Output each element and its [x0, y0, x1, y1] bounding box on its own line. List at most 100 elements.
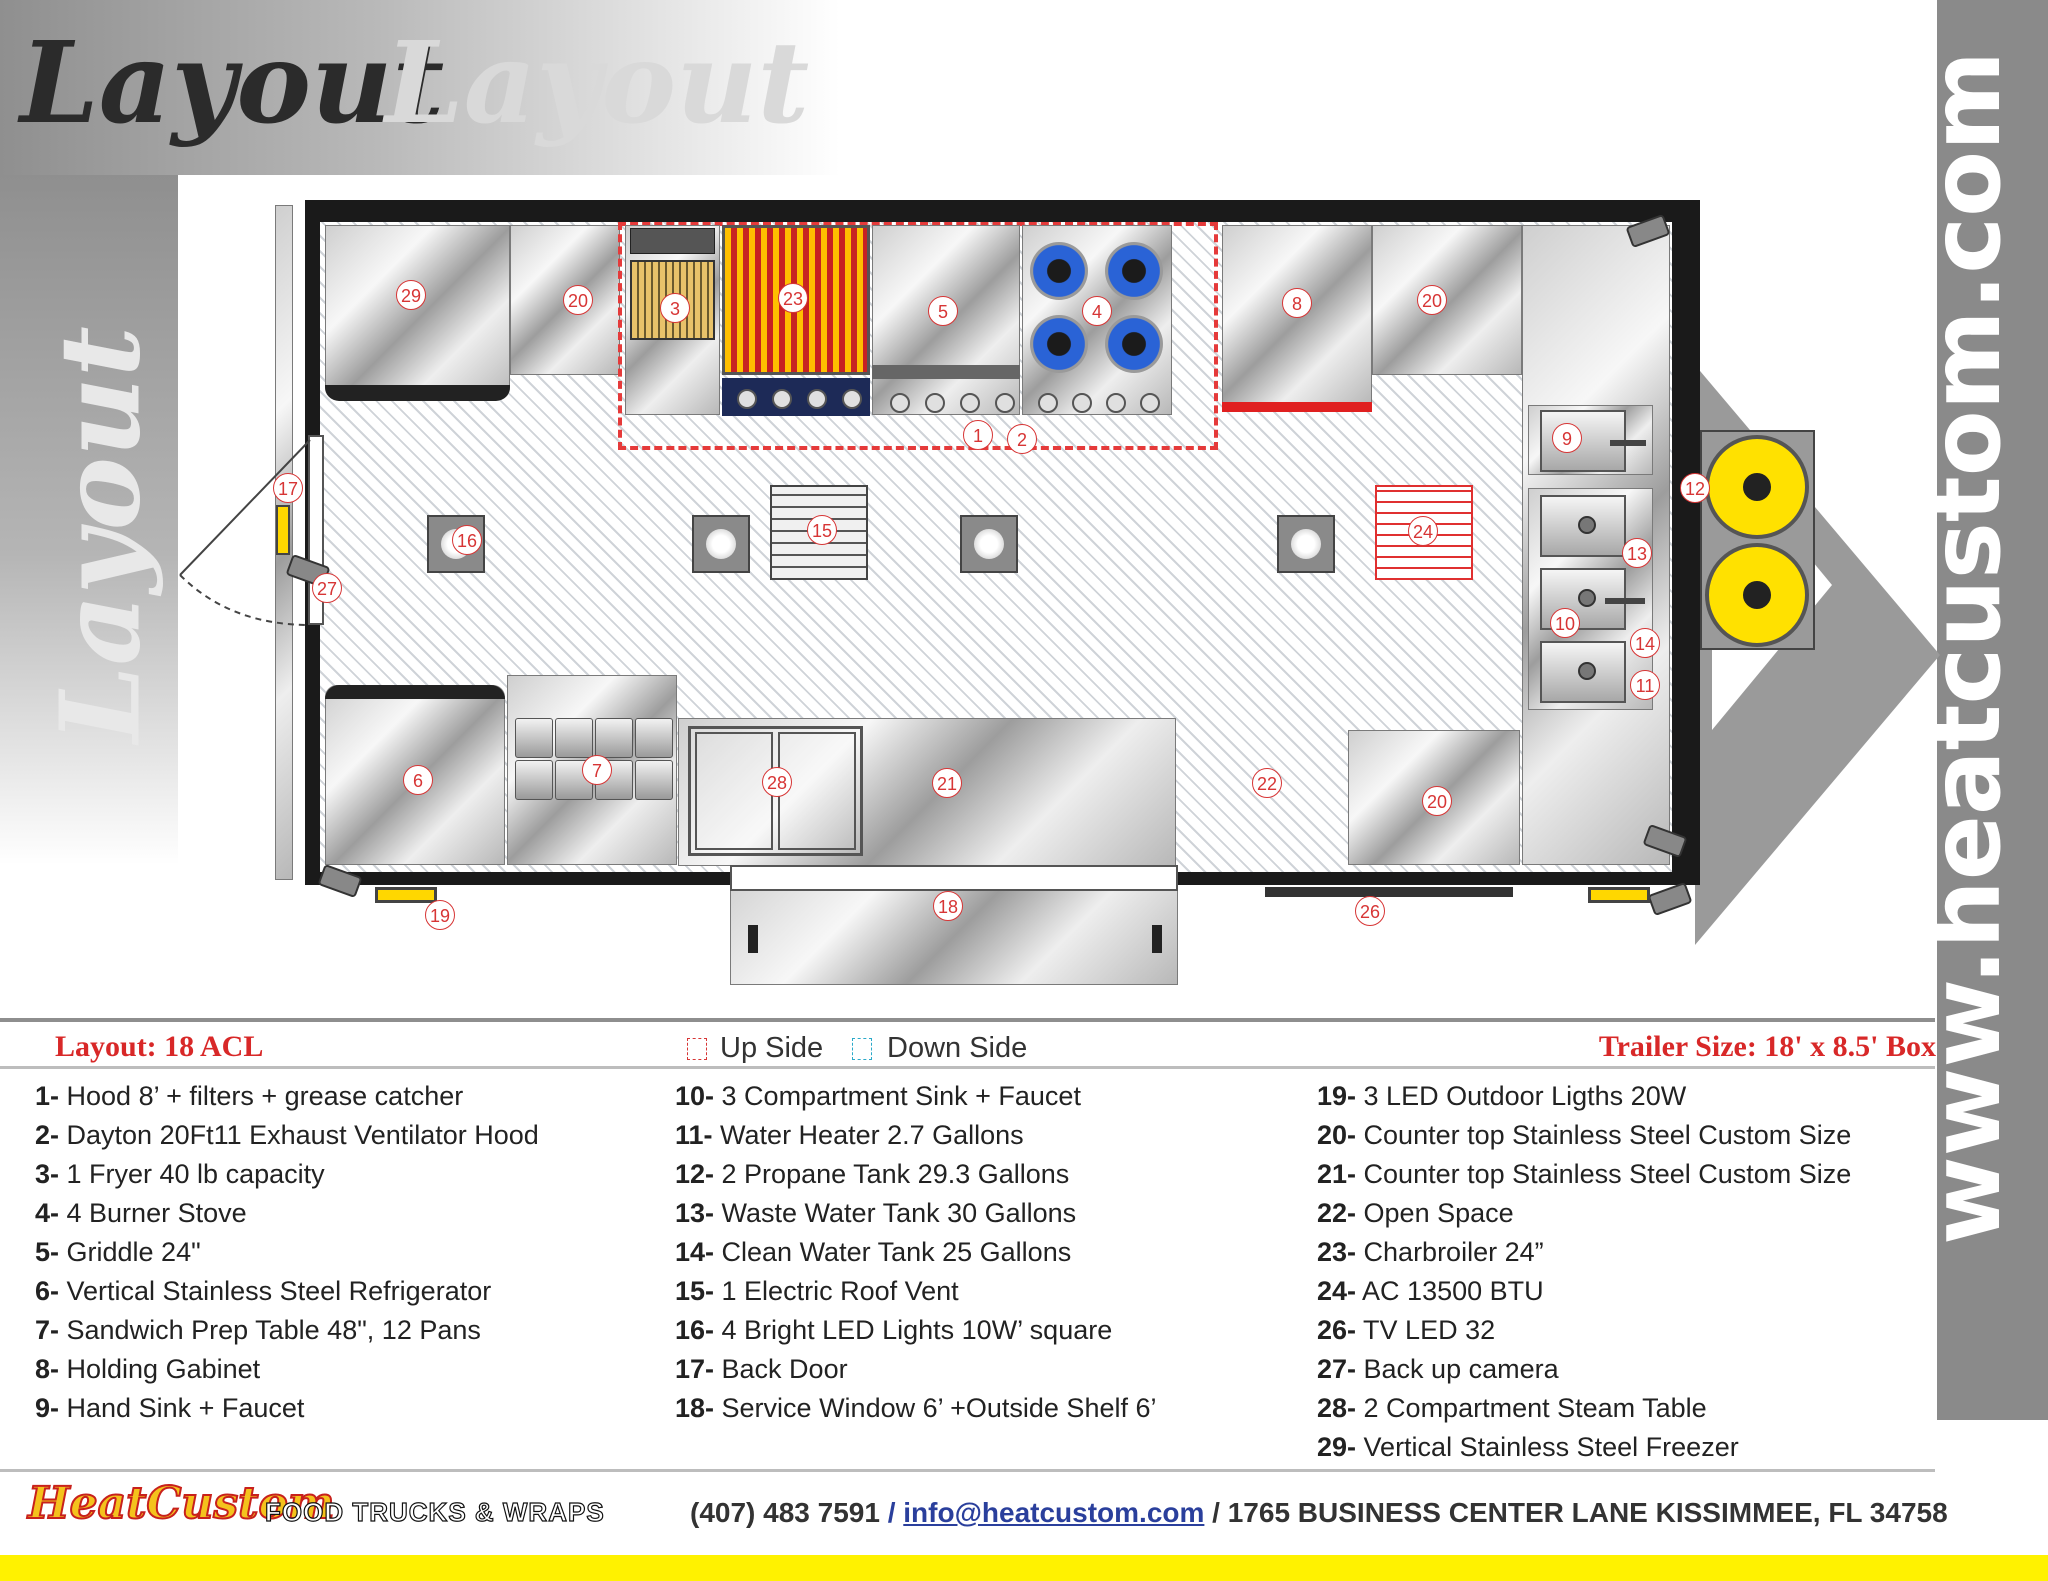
tag-18: 18	[933, 891, 963, 921]
counter-top-bottom	[678, 718, 1176, 866]
tag-2: 2	[1007, 424, 1037, 454]
charbroiler-knob	[737, 389, 757, 409]
up-side-label: Up Side	[720, 1032, 824, 1064]
faucet-icon	[1610, 440, 1646, 446]
burner-icon	[1030, 242, 1088, 300]
legend-column-2: 10- 3 Compartment Sink + Faucet 11- Wate…	[675, 1077, 1295, 1428]
legend-item: 3- 1 Fryer 40 lb capacity	[35, 1159, 325, 1189]
griddle-knob	[960, 393, 980, 413]
tag-6: 6	[403, 765, 433, 795]
burner-icon	[1105, 242, 1163, 300]
tag-13: 13	[1622, 538, 1652, 568]
right-brand-bar	[1937, 0, 2048, 1420]
shelf-bracket	[1152, 925, 1162, 953]
charbroiler-grate	[722, 225, 870, 375]
legend-item: 17- Back Door	[675, 1354, 848, 1384]
legend-item: 27- Back up camera	[1317, 1354, 1559, 1384]
tag-10: 10	[1550, 608, 1580, 638]
service-window-frame	[730, 865, 1178, 891]
stove-knob	[1038, 393, 1058, 413]
led-light-icon	[1277, 515, 1335, 573]
layout-label: Layout: 18 ACL	[55, 1030, 264, 1063]
contact-line: (407) 483 7591 / info@heatcustom.com / 1…	[690, 1497, 1948, 1529]
tag-29: 29	[396, 280, 426, 310]
prep-pan	[555, 718, 593, 758]
legend-item: 21- Counter top Stainless Steel Custom S…	[1317, 1159, 1852, 1189]
charbroiler-knob	[807, 389, 827, 409]
tag-19: 19	[425, 900, 455, 930]
legend-item: 4- 4 Burner Stove	[35, 1198, 247, 1228]
tag-27: 27	[312, 573, 342, 603]
tag-20: 20	[1422, 786, 1452, 816]
legend-item: 22- Open Space	[1317, 1198, 1514, 1228]
stove-knob	[1140, 393, 1160, 413]
legend-item: 9- Hand Sink + Faucet	[35, 1393, 305, 1423]
tag-11: 11	[1630, 670, 1660, 700]
steam-table-well	[778, 732, 856, 850]
griddle-knob	[890, 393, 910, 413]
legend-item: 12- 2 Propane Tank 29.3 Gallons	[675, 1159, 1070, 1189]
legend-item: 16- 4 Bright LED Lights 10W’ square	[675, 1315, 1113, 1345]
tag-14: 14	[1630, 628, 1660, 658]
roof-vent	[770, 485, 868, 580]
title-dark: Layout	[20, 18, 445, 149]
legend-item: 1- Hood 8’ + filters + grease catcher	[35, 1081, 464, 1111]
freezer-base	[325, 385, 510, 401]
legend-item: 7- Sandwich Prep Table 48", 12 Pans	[35, 1315, 481, 1345]
counter-top-right	[1372, 225, 1522, 375]
phone-number: (407) 483 7591	[690, 1497, 880, 1528]
tag-3: 3	[660, 293, 690, 323]
shelf-bracket	[748, 925, 758, 953]
legend-item: 13- Waste Water Tank 30 Gallons	[675, 1198, 1077, 1228]
tag-1: 1	[963, 420, 993, 450]
freezer	[325, 225, 510, 400]
legend-sub-rule	[0, 1066, 1935, 1069]
drain-icon	[1578, 662, 1596, 680]
tag-17: 17	[273, 473, 303, 503]
burner-icon	[1105, 315, 1163, 373]
tag-20: 20	[563, 285, 593, 315]
header-banner	[0, 0, 840, 175]
outdoor-led-light	[375, 887, 437, 903]
footer-rule	[0, 1469, 1935, 1472]
charbroiler-knob	[772, 389, 792, 409]
tag-7: 7	[582, 755, 612, 785]
drain-icon	[1578, 516, 1596, 534]
separator: /	[1204, 1497, 1228, 1528]
tag-20: 20	[1417, 285, 1447, 315]
fryer-control-panel	[630, 228, 715, 254]
exhaust-hood	[618, 222, 1218, 450]
refrigerator-top	[325, 685, 505, 699]
prep-pan	[595, 718, 633, 758]
legend-item: 15- 1 Electric Roof Vent	[675, 1276, 959, 1306]
down-side-label: Down Side	[887, 1032, 1028, 1064]
propane-tank-icon	[1705, 435, 1809, 539]
tag-12: 12	[1680, 473, 1710, 503]
drain-icon	[1578, 589, 1596, 607]
prep-pan	[635, 760, 673, 800]
stove-knob	[1106, 393, 1126, 413]
legend-item: 18- Service Window 6’ +Outside Shelf 6’	[675, 1393, 1157, 1423]
email-link[interactable]: info@heatcustom.com	[903, 1497, 1205, 1528]
faucet-icon	[1605, 598, 1645, 604]
charbroiler-knob	[842, 389, 862, 409]
legend-item: 10- 3 Compartment Sink + Faucet	[675, 1081, 1081, 1111]
tag-24: 24	[1408, 516, 1438, 546]
legend-item: 2- Dayton 20Ft11 Exhaust Ventilator Hood	[35, 1120, 539, 1150]
trailer-size: Trailer Size: 18' x 8.5' Box	[1598, 1030, 1936, 1063]
tag-8: 8	[1282, 288, 1312, 318]
legend-item: 14- Clean Water Tank 25 Gallons	[675, 1237, 1072, 1267]
tag-22: 22	[1252, 768, 1282, 798]
legend-column-1: 1- Hood 8’ + filters + grease catcher 2-…	[35, 1077, 655, 1428]
footer-yellow-band	[0, 1555, 2048, 1581]
down-side-key-icon	[852, 1038, 872, 1060]
tag-26: 26	[1355, 896, 1385, 926]
legend-item: 6- Vertical Stainless Steel Refrigerator	[35, 1276, 492, 1306]
logo-tagline: FOOD TRUCKS & WRAPS	[264, 1496, 605, 1527]
address: 1765 BUSINESS CENTER LANE KISSIMMEE, FL …	[1227, 1497, 1948, 1528]
door-swing-arc	[179, 439, 311, 626]
griddle-knob	[925, 393, 945, 413]
side-title: Layout	[35, 326, 165, 743]
legend-item: 5- Griddle 24"	[35, 1237, 201, 1267]
tag-5: 5	[928, 296, 958, 326]
